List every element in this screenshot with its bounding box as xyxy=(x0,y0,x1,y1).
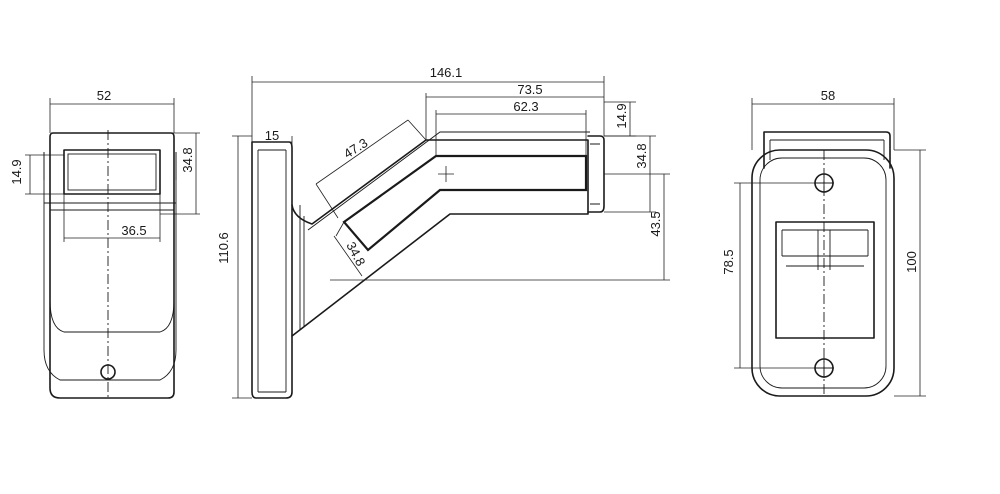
side-view-arm xyxy=(291,139,589,337)
side-upper-length-label: 73.5 xyxy=(517,82,542,97)
back-view-center-block xyxy=(775,221,875,339)
back-hole-spacing-label: 78.5 xyxy=(721,249,736,274)
front-left-height-label: 14.9 xyxy=(9,159,24,184)
side-base-label: 15 xyxy=(265,128,279,143)
side-view-end-cap xyxy=(587,135,605,213)
front-view-body xyxy=(49,132,175,399)
back-view-top-housing xyxy=(763,131,891,169)
front-width-label: 52 xyxy=(97,88,111,103)
side-total-length-label: 146.1 xyxy=(430,65,463,80)
side-view: 146.1 73.5 62.3 15 47.3 34.8 110.6 14.9 … xyxy=(216,65,670,399)
side-height-label: 110.6 xyxy=(216,232,231,264)
side-view-center-mark xyxy=(438,166,454,182)
side-end-small-label: 14.9 xyxy=(614,103,629,128)
front-right-height-label: 34.8 xyxy=(180,147,195,172)
side-diagonal-label: 47.3 xyxy=(341,135,370,161)
front-lens-width-label: 36.5 xyxy=(121,223,146,238)
side-end-large-label: 43.5 xyxy=(648,211,663,236)
front-view-lens xyxy=(63,149,161,195)
back-width-label: 58 xyxy=(821,88,835,103)
side-view-base-plate xyxy=(251,141,293,399)
back-view: 58 78.5 100 xyxy=(721,88,926,397)
back-view-mount-plate xyxy=(751,149,895,397)
side-lens-length-label: 62.3 xyxy=(513,99,538,114)
front-view-inner-body xyxy=(43,152,177,381)
back-height-label: 100 xyxy=(904,251,919,273)
side-end-mid-label: 34.8 xyxy=(634,143,649,168)
front-view: 52 14.9 34.8 36.5 xyxy=(9,88,200,399)
side-view-lens xyxy=(342,154,588,252)
